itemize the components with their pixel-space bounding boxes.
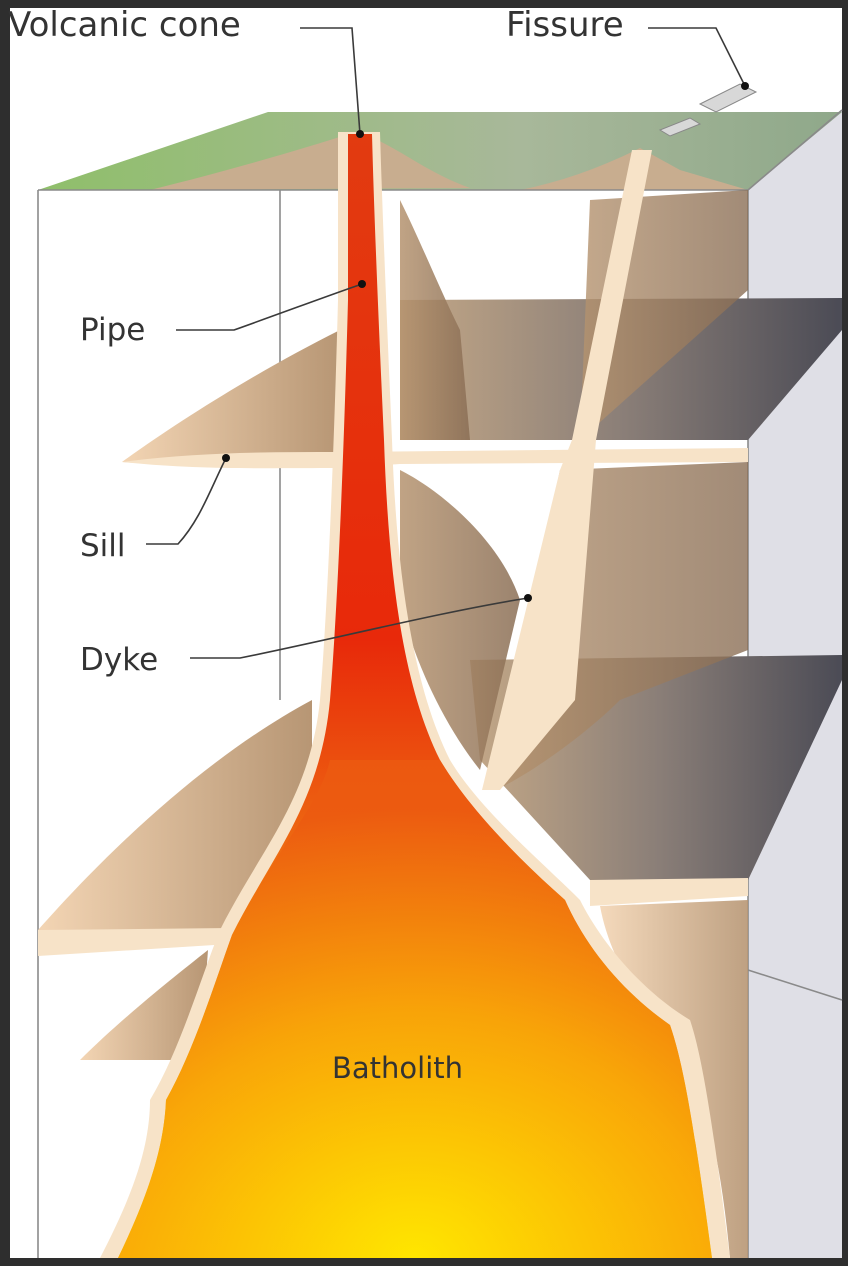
label-batholith: Batholith xyxy=(332,1051,463,1085)
label-dyke: Dyke xyxy=(80,642,158,678)
label-pipe: Pipe xyxy=(80,312,145,348)
label-fissure: Fissure xyxy=(506,5,624,45)
label-sill: Sill xyxy=(80,528,126,564)
label-volcanic-cone: Volcanic cone xyxy=(8,5,241,45)
